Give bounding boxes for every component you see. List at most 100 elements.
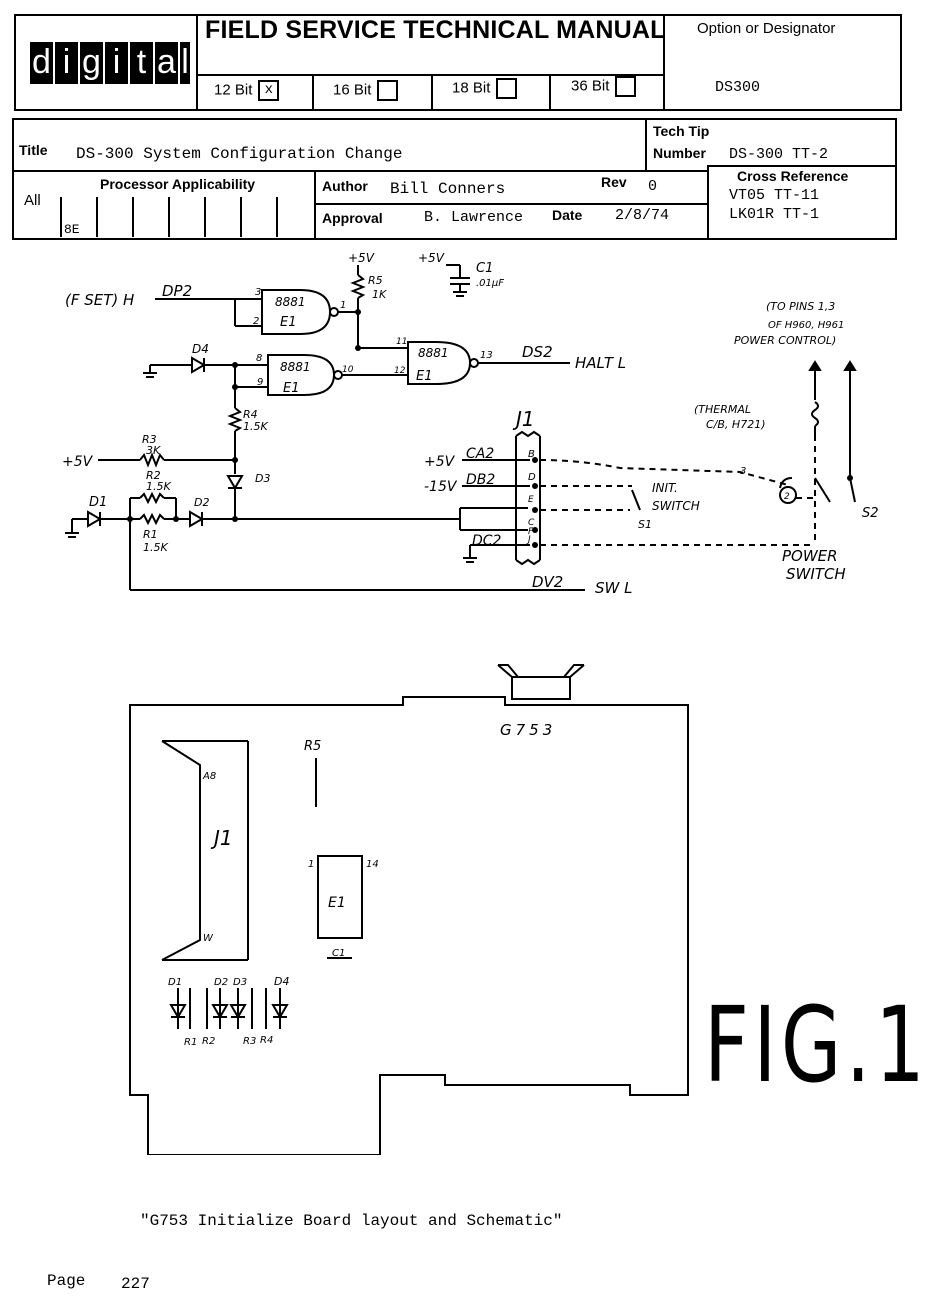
board-c1: C1 (332, 948, 345, 959)
date-value: 2/8/74 (615, 207, 670, 224)
board-d1: D1 (168, 977, 182, 988)
board-r1: R1 (184, 1037, 197, 1048)
j1-pin: B (528, 449, 535, 460)
c1-vcc-label: +5V (418, 251, 445, 265)
s1-label: S1 (638, 518, 652, 531)
author-value: Bill Conners (390, 180, 506, 198)
gate1-label: 8881 (275, 295, 306, 309)
j1-pin: J (526, 535, 531, 545)
halt-label: HALT L (575, 354, 626, 372)
board-r5: R5 (304, 739, 321, 754)
bit-checkbox (615, 76, 637, 97)
j1-pin: D (528, 472, 536, 483)
r3-label: R3 (142, 433, 157, 446)
d2-label: D2 (194, 496, 209, 509)
bit-label: 36 Bit (571, 77, 610, 95)
pin-label: 11 (396, 337, 407, 347)
board-e1: E1 (328, 895, 346, 911)
power-switch-label: SWITCH (786, 565, 846, 583)
r2-value: 1.5K (146, 480, 171, 493)
j1-pin: C (528, 518, 535, 528)
rev-label: Rev (601, 174, 627, 190)
board-pin14: 14 (366, 859, 379, 870)
number-label: Number (653, 145, 706, 161)
bit-checkbox (377, 80, 399, 101)
bit-label: 16 Bit (333, 81, 372, 99)
page-number: 227 (121, 1275, 150, 1293)
info-divider-author (314, 170, 316, 240)
board-pin1: 1 (308, 859, 314, 870)
pin-label: 13 (480, 350, 493, 361)
d4-label: D4 (192, 342, 209, 356)
bit-divider (431, 74, 433, 111)
board-layout: G753 R5 J1 A8 W E1 1 14 C1 D1 D2 D3 D4 R… (129, 664, 689, 1155)
r3-value: 3K (146, 444, 161, 457)
board-j1: J1 (210, 826, 233, 850)
board-d4: D4 (274, 975, 289, 988)
pin-label: 1 (340, 300, 346, 311)
dc2-label: DC2 (472, 533, 502, 549)
schematic-diagram: (F SET) H DP2 +5V R5 1K +5V C1 .01μF D4 … (62, 251, 879, 597)
rev-value: 0 (648, 178, 658, 195)
ca2-voltage: +5V (424, 454, 456, 470)
approval-value: B. Lawrence (424, 209, 524, 226)
figure-caption: "G753 Initialize Board layout and Schema… (140, 1212, 563, 1230)
bit-option-18: 18 Bit (452, 78, 518, 99)
header-box (14, 14, 902, 111)
logo-letter: a (155, 42, 178, 84)
all-label: All (24, 192, 41, 209)
pin-label: 9 (257, 377, 263, 388)
r5-vcc-label: +5V (348, 251, 375, 265)
info-box (12, 118, 897, 240)
power-switch-label: POWER (782, 547, 838, 565)
thermal-label: C/B, H721) (706, 418, 766, 431)
to-pins-label: OF H960, H961 (768, 320, 844, 331)
bit-option-36: 36 Bit (571, 76, 637, 97)
db2-label: DB2 (466, 472, 495, 488)
board-d3: D3 (233, 977, 247, 988)
gate3-label: 8881 (418, 346, 449, 360)
logo-letter: i (55, 42, 78, 84)
r4-label: R4 (243, 408, 258, 421)
pin-label: 3 (255, 287, 261, 298)
option-value: DS300 (715, 79, 761, 96)
logo-letter: g (80, 42, 103, 84)
dv2-label: DV2 (532, 573, 563, 591)
bit-label: 18 Bit (452, 79, 491, 97)
board-r4: R4 (260, 1035, 273, 1046)
j1-pin: E (528, 495, 534, 505)
cross-ref-label: Cross Reference (737, 168, 849, 184)
fset-label: (F SET) H (65, 291, 134, 309)
bit-divider (549, 74, 551, 111)
d1-label: D1 (89, 495, 107, 510)
board-name: G753 (500, 721, 556, 739)
bit-divider (312, 74, 314, 111)
bit-checkbox (496, 78, 518, 99)
board-r3: R3 (243, 1036, 256, 1047)
date-label: Date (552, 207, 583, 223)
logo-letter: i (105, 42, 128, 84)
r1-value: 1.5K (143, 541, 168, 554)
bit-label: 12 Bit (214, 81, 253, 99)
info-author-line (314, 203, 708, 205)
page-label: Page (47, 1272, 86, 1290)
gate1-ref: E1 (280, 315, 297, 330)
r4-value: 1.5K (243, 420, 268, 433)
ca2-label: CA2 (466, 446, 494, 462)
s2-label: S2 (862, 506, 879, 521)
title-value: DS-300 System Configuration Change (76, 145, 403, 163)
cross-ref-2: LK01R TT-1 (729, 206, 820, 223)
ds2-label: DS2 (522, 343, 553, 361)
board-a8: A8 (202, 771, 216, 782)
pin-label: 10 (342, 365, 354, 375)
r2-label: R2 (146, 469, 161, 482)
r1-label: R1 (143, 528, 158, 541)
r5-label: R5 (368, 274, 383, 287)
title-label: Title (19, 142, 48, 158)
r3-vcc-label: +5V (62, 454, 94, 470)
gate3-ref: E1 (416, 369, 433, 384)
pin-label: 12 (394, 366, 406, 376)
author-label: Author (322, 178, 368, 194)
j1-pin: F (528, 527, 534, 537)
info-crossref-top (707, 165, 897, 167)
